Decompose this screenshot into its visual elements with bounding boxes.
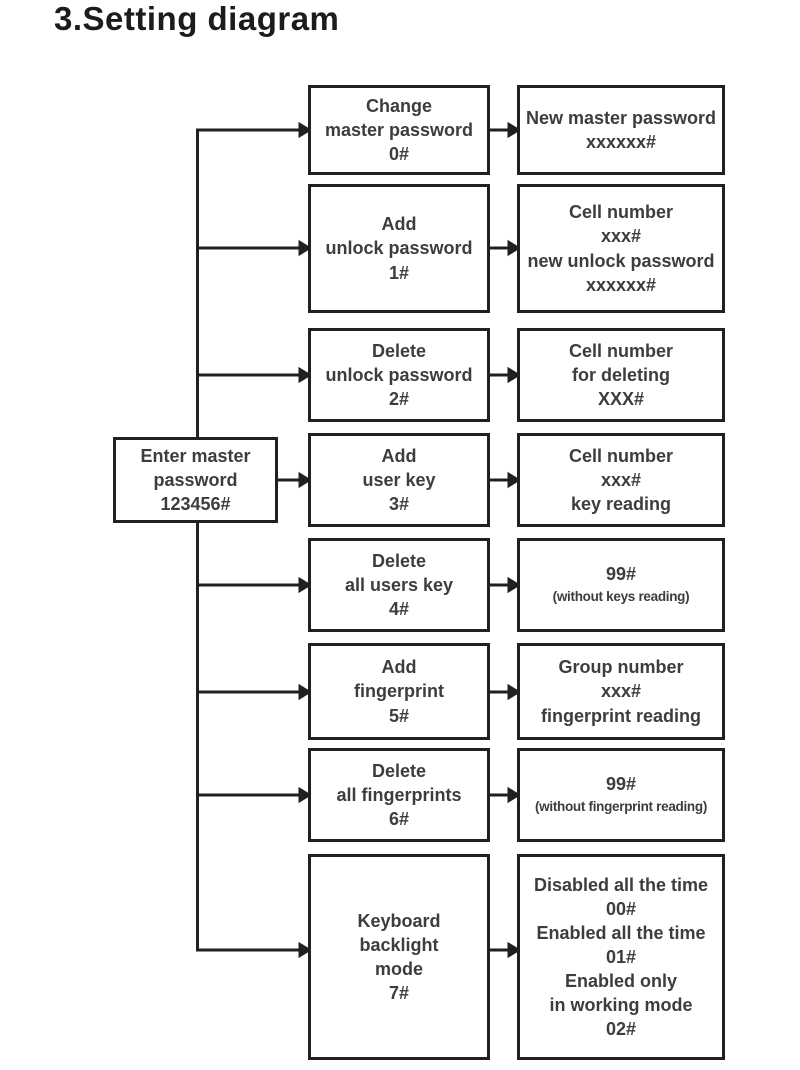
box-line: Enter master: [140, 445, 251, 466]
box-line: Add: [381, 657, 417, 678]
change-master-password-box: Change master password 0#: [308, 85, 490, 175]
box-line: Cell number: [568, 202, 674, 223]
group-number-fingerprint-reading-box: Group number xxx# fingerprint reading: [517, 643, 725, 740]
box-line: 02#: [605, 1019, 637, 1040]
delete-all-users-key-box: Delete all users key 4#: [308, 538, 490, 632]
box-line: Add: [381, 214, 417, 235]
delete-fingerprints-confirm-box: 99# (without fingerprint reading): [517, 748, 725, 842]
box-line: Change: [365, 95, 432, 116]
box-line: Enabled only: [564, 971, 678, 992]
box-line: (without keys reading): [552, 589, 690, 605]
box-line: 1#: [388, 262, 410, 283]
box-line: xxx#: [600, 469, 642, 490]
box-line: 00#: [605, 898, 637, 919]
box-line: key reading: [570, 494, 672, 515]
box-line: all fingerprints: [336, 784, 462, 805]
box-line: 01#: [605, 946, 637, 967]
box-line: new unlock password: [527, 250, 715, 271]
box-line: unlock password: [325, 238, 473, 259]
box-line: 99#: [605, 564, 637, 585]
delete-unlock-password-box: Delete unlock password 2#: [308, 328, 490, 422]
box-line: mode: [374, 959, 423, 979]
box-line: xxx#: [600, 226, 642, 247]
box-line: 6#: [388, 809, 410, 830]
box-line: backlight: [359, 934, 439, 955]
flow-arrows: [490, 121, 521, 959]
page-title: 3.Setting diagram: [54, 0, 340, 37]
box-line: XXX#: [597, 389, 645, 410]
box-line: xxxxxx#: [585, 274, 657, 295]
box-line: Disabled all the time: [533, 874, 709, 895]
keyboard-backlight-mode-box: Keyboard backlight mode 7#: [308, 854, 490, 1060]
box-line: Add: [381, 445, 417, 466]
box-line: 5#: [388, 705, 410, 726]
box-line: 2#: [388, 389, 410, 410]
box-line: Keyboard: [357, 910, 441, 931]
box-line: Delete: [371, 550, 427, 571]
box-line: user key: [362, 469, 436, 490]
box-line: Enabled all the time: [536, 922, 706, 943]
box-line: for deleting: [572, 364, 670, 385]
box-line: xxx#: [600, 681, 642, 702]
box-line: unlock password: [325, 364, 473, 385]
add-unlock-password-box: Add unlock password 1#: [308, 184, 490, 313]
branch-arrows: [196, 121, 312, 959]
cell-number-for-deleting-box: Cell number for deleting XXX#: [517, 328, 725, 422]
box-line: master password: [324, 119, 474, 140]
box-line: (without fingerprint reading): [534, 799, 708, 815]
add-fingerprint-box: Add fingerprint 5#: [308, 643, 490, 740]
box-line: New master password: [525, 107, 717, 128]
delete-keys-confirm-box: 99# (without keys reading): [517, 538, 725, 632]
box-line: fingerprint: [354, 681, 444, 702]
delete-all-fingerprints-box: Delete all fingerprints 6#: [308, 748, 490, 842]
enter-master-password-box: Enter master password 123456#: [113, 437, 278, 523]
cell-number-new-unlock-password-box: Cell number xxx# new unlock password xxx…: [517, 184, 725, 313]
box-line: 4#: [388, 599, 410, 620]
cell-number-key-reading-box: Cell number xxx# key reading: [517, 433, 725, 527]
box-line: Cell number: [568, 340, 674, 361]
new-master-password-box: New master password xxxxxx#: [517, 85, 725, 175]
box-line: password: [153, 469, 238, 490]
box-line: 0#: [388, 144, 410, 165]
add-user-key-box: Add user key 3#: [308, 433, 490, 527]
box-line: Cell number: [568, 445, 674, 466]
box-line: Delete: [371, 340, 427, 361]
box-line: Delete: [371, 760, 427, 781]
box-line: 7#: [388, 983, 410, 1004]
box-line: 99#: [605, 774, 637, 795]
box-line: 3#: [388, 494, 410, 515]
box-line: in working mode: [549, 995, 693, 1016]
box-line: fingerprint reading: [540, 705, 701, 726]
box-line: all users key: [344, 574, 454, 595]
box-line: 123456#: [160, 494, 231, 515]
backlight-mode-options-box: Disabled all the time 00# Enabled all th…: [517, 854, 725, 1060]
box-line: Group number: [558, 657, 684, 678]
box-line: xxxxxx#: [585, 132, 657, 152]
